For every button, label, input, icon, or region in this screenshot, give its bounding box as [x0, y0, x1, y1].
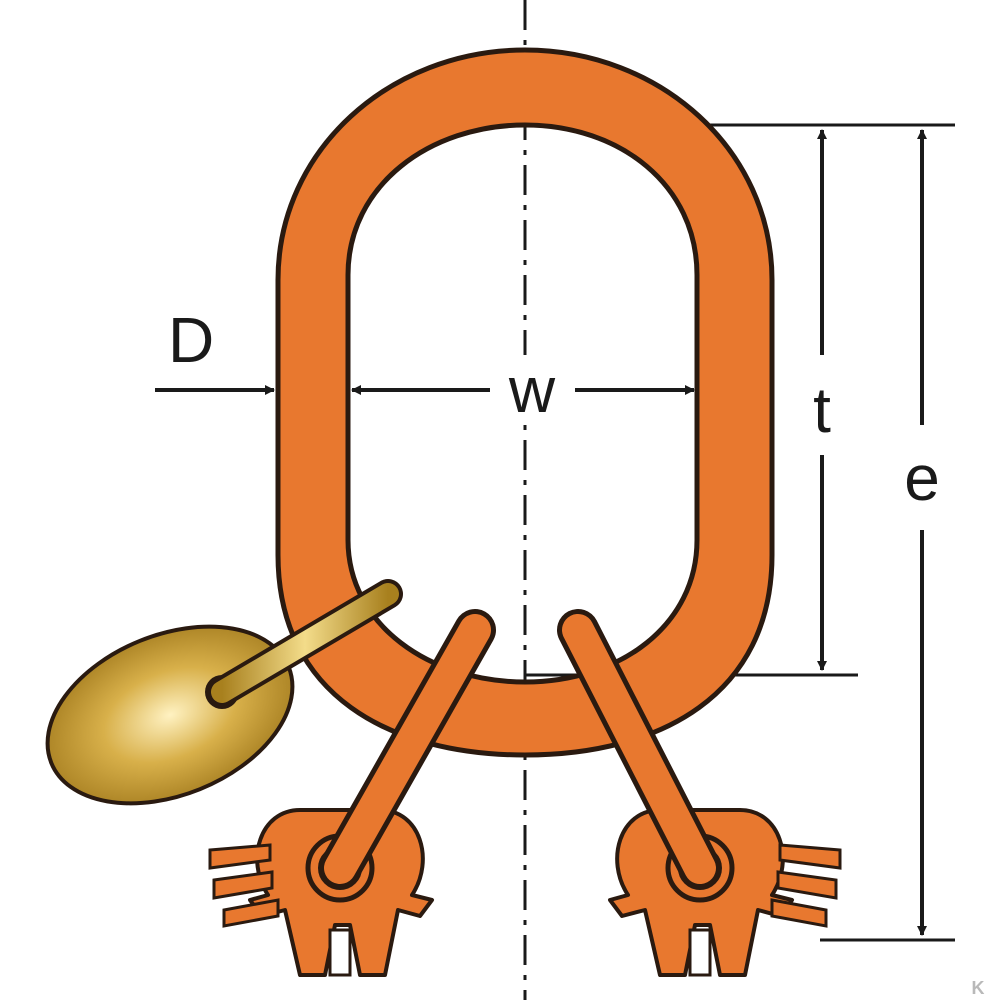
connecting-hook-icon-right	[557, 609, 842, 977]
watermark-logo: K	[972, 978, 985, 998]
id-tag-icon	[45, 579, 403, 806]
dimension-t: t	[813, 129, 831, 671]
dimension-d: D	[155, 304, 275, 395]
w-label: w	[508, 354, 556, 426]
dimension-w: w	[351, 354, 695, 426]
e-label: e	[904, 442, 940, 514]
dimension-e: e	[904, 129, 940, 936]
d-label: D	[168, 304, 214, 376]
t-label: t	[813, 374, 831, 446]
connecting-hook-icon-left	[208, 609, 496, 977]
oval-master-link-icon	[275, 47, 775, 758]
